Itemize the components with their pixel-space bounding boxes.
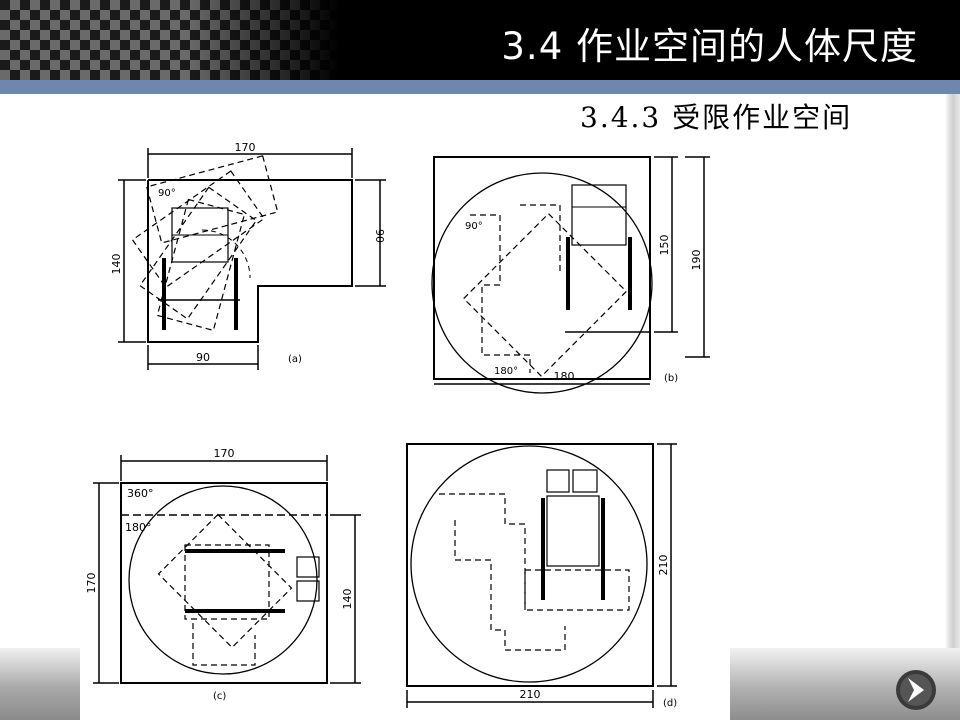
fig-a-dim-right: 90 (373, 229, 386, 243)
fig-c-dim-top: 170 (214, 447, 235, 460)
right-edge-bar (946, 94, 960, 720)
figure-c-360-turning: 170 170 140 360° 180° (c) (85, 447, 361, 702)
fig-a-dim-top: 170 (235, 141, 256, 154)
fig-a-angle: 90° (158, 188, 176, 199)
fig-b-angle-bottom: 180° (494, 366, 518, 377)
section-subtitle: 3.4.3 受限作业空间 (580, 101, 853, 134)
next-slide-arrow-icon[interactable] (894, 668, 938, 712)
fig-b-dim-right-outer: 190 (690, 250, 703, 271)
slide-title: 3.4 作业空间的人体尺度 (501, 25, 918, 68)
fig-b-angle-top: 90° (465, 221, 483, 232)
checkerboard-pattern (0, 0, 340, 80)
fig-a-caption: (a) (288, 354, 302, 365)
fig-d-dim-right: 210 (657, 555, 670, 576)
fig-c-angle-inner: 180° (125, 521, 152, 534)
fig-b-dim-bottom: 180 (554, 370, 575, 383)
fig-a-dim-bottom: 90 (196, 351, 210, 364)
fig-d-dim-bottom: 210 (520, 688, 541, 701)
fig-c-caption: (c) (213, 691, 226, 702)
fig-c-angle-outer: 360° (127, 487, 154, 500)
fig-c-dim-left: 170 (85, 573, 98, 594)
fig-c-dim-right: 140 (341, 589, 354, 610)
slide-header: 3.4 作业空间的人体尺度 (0, 0, 960, 80)
figure-d-full-circle: 210 210 (d) (406, 443, 677, 709)
figure-a-l-shaped-space: 170 90 140 90 90° (a) (110, 141, 386, 370)
fig-b-caption: (b) (664, 373, 678, 384)
fig-a-dim-left: 140 (110, 254, 123, 275)
header-accent-rule (0, 80, 960, 94)
figure-b-rotation-circle: 150 190 180 90° 180° (b) (431, 156, 710, 394)
fig-b-dim-right-inner: 150 (658, 235, 671, 256)
footer-left-decoration (0, 648, 80, 720)
fig-d-caption: (d) (663, 698, 677, 709)
